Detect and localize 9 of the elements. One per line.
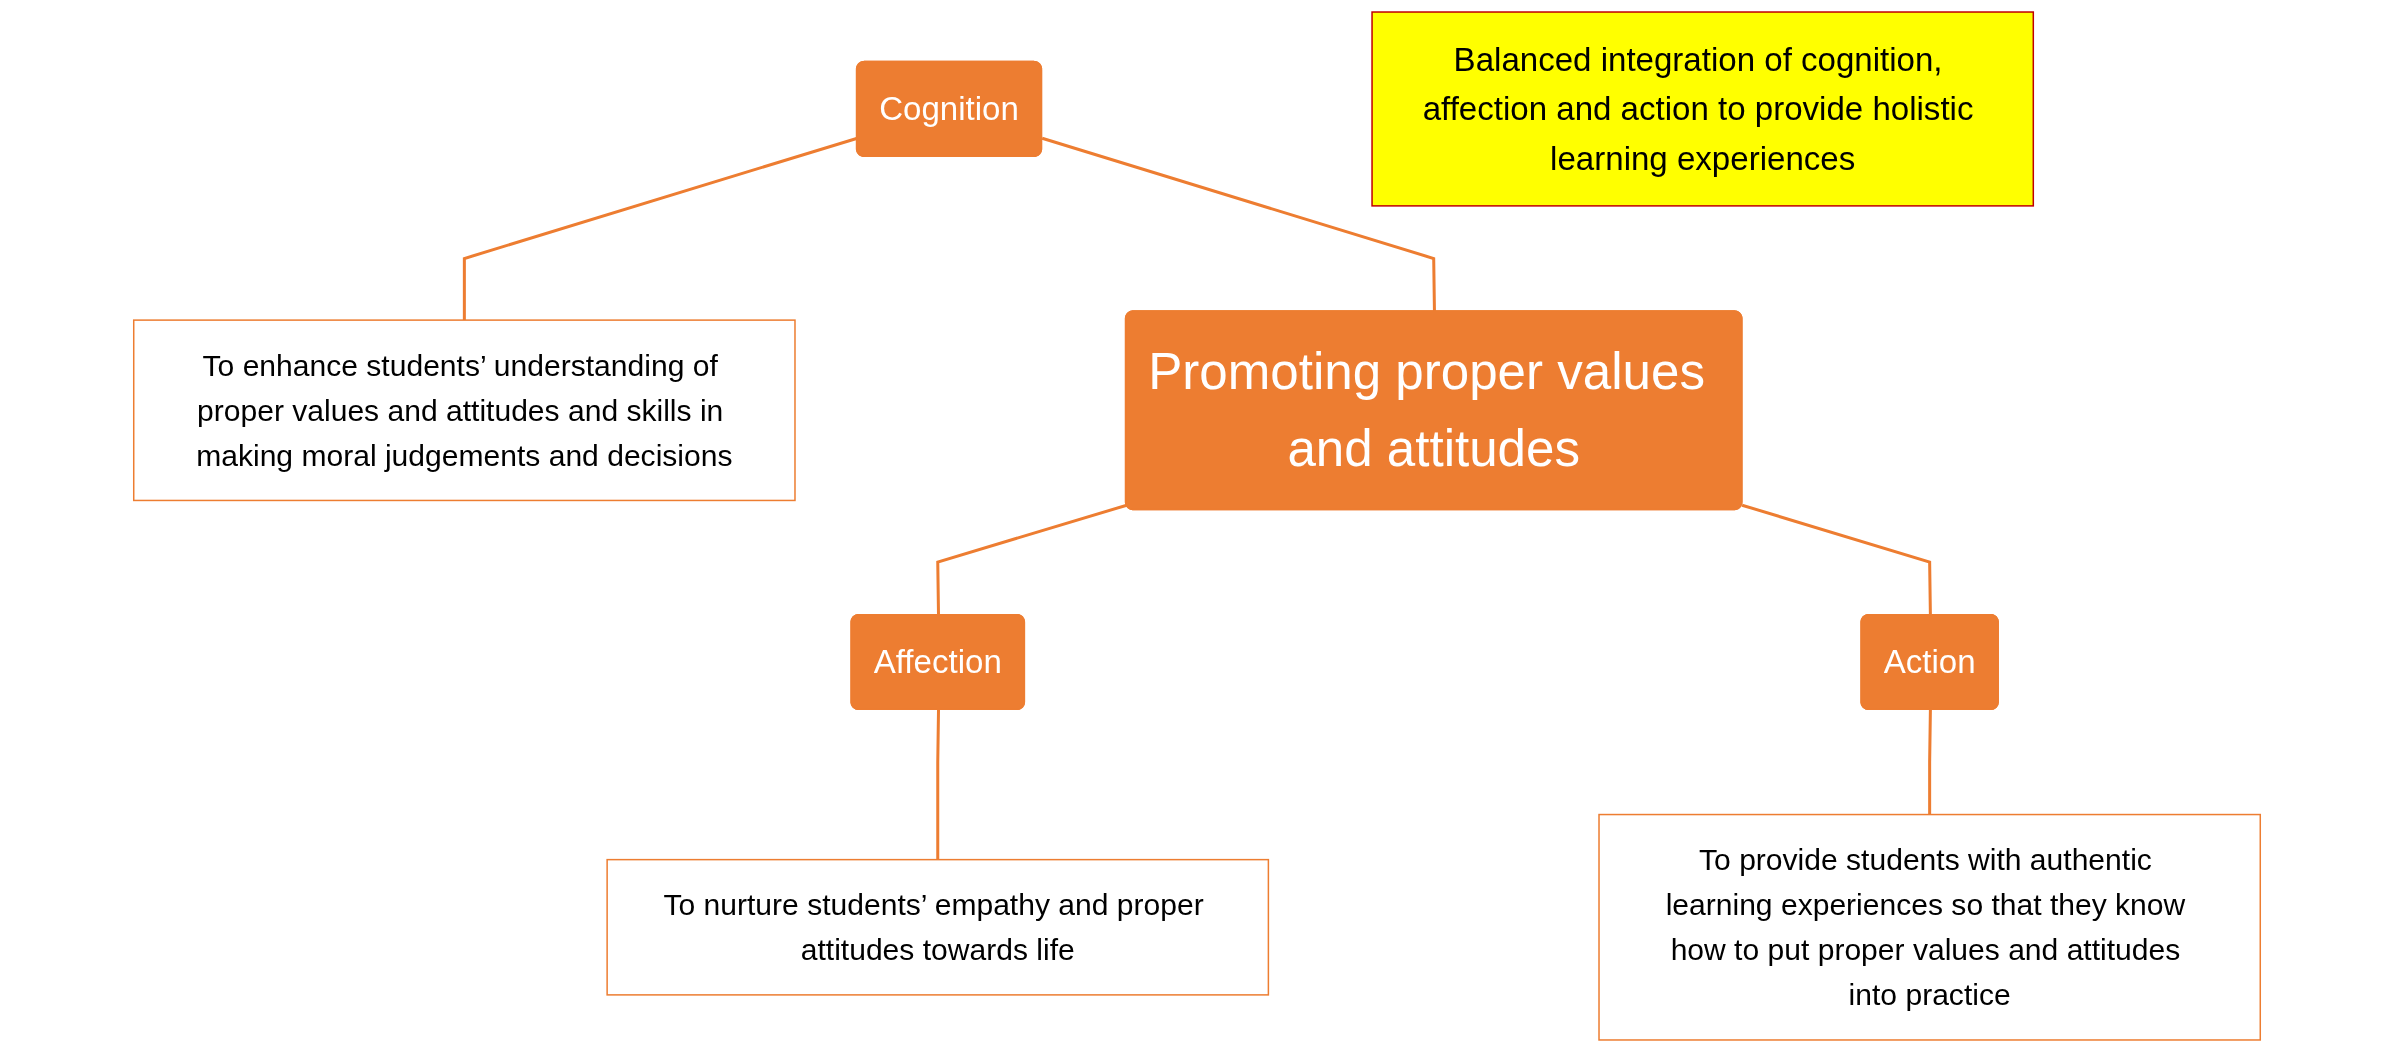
connector bbox=[1928, 710, 1932, 815]
connector bbox=[1041, 136, 1436, 312]
node-box: To nurture students’ empathy and proper attitudes towards life bbox=[606, 858, 1270, 996]
node-box: To enhance students’ understanding of proper values and attitudes and skills in making moral judgements and decisions bbox=[133, 319, 796, 502]
node-box: Balanced integration of cognition, affection and action to provide holistic learning experiences bbox=[1371, 11, 2035, 207]
connector bbox=[936, 710, 940, 860]
connector bbox=[936, 503, 1128, 616]
node-box: To provide students with authentic learning experiences so that they know how to put proper values and attitudes into practice bbox=[1598, 813, 2261, 1041]
connector bbox=[1741, 503, 1932, 616]
